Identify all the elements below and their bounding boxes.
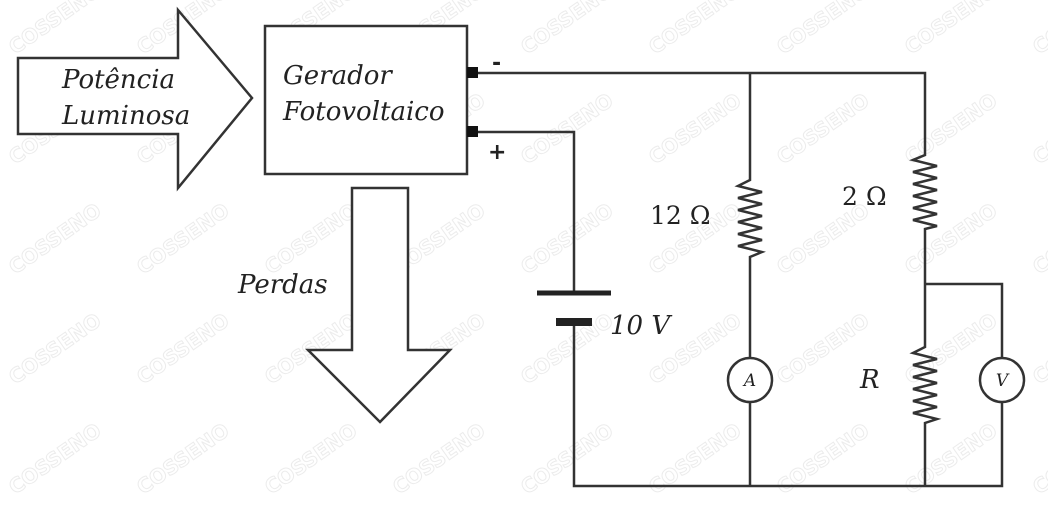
watermark-text: COSSENO xyxy=(900,0,1001,59)
watermark-text: COSSENO xyxy=(1028,198,1048,279)
watermark-text: COSSENO xyxy=(4,308,105,389)
battery: 10 V xyxy=(537,290,672,341)
watermark-text: COSSENO xyxy=(900,198,1001,279)
watermark-text: COSSENO xyxy=(132,198,233,279)
watermark-text: COSSENO xyxy=(260,198,361,279)
watermark-text: COSSENO xyxy=(1028,308,1048,389)
negative-terminal xyxy=(467,67,478,78)
watermark-text: COSSENO xyxy=(1028,88,1048,169)
battery-label: 10 V xyxy=(610,311,672,341)
negative-terminal-label: - xyxy=(492,51,501,76)
light-power-arrow: Potência Luminosa xyxy=(16,6,254,192)
watermark-text: COSSENO xyxy=(1028,0,1048,59)
watermark-text: COSSENO xyxy=(516,0,617,59)
watermark-text: COSSENO xyxy=(132,308,233,389)
resistor-2-ohm-label: 2 Ω xyxy=(842,182,887,211)
resistor-12-ohm: 12 Ω xyxy=(650,175,766,262)
watermark-text: COSSENO xyxy=(516,198,617,279)
watermark-text: COSSENO xyxy=(260,418,361,499)
watermark-text: COSSENO xyxy=(772,308,873,389)
resistor-r-label: R xyxy=(859,365,880,395)
watermark-text: COSSENO xyxy=(772,0,873,59)
positive-terminal-label: + xyxy=(488,140,506,165)
watermark-text: COSSENO xyxy=(132,418,233,499)
watermark-text: COSSENO xyxy=(4,418,105,499)
voltmeter: V xyxy=(978,356,1026,404)
light-power-label-line1: Potência xyxy=(61,65,175,95)
voltmeter-label: V xyxy=(996,371,1010,391)
resistor-r: R xyxy=(859,342,942,428)
watermark-text: COSSENO xyxy=(388,418,489,499)
resistor-2-ohm: 2 Ω xyxy=(842,150,938,232)
circuit-wires xyxy=(478,71,1004,488)
resistor-12-ohm-label: 12 Ω xyxy=(650,201,711,230)
watermark-text: COSSENO xyxy=(4,0,105,59)
generator-label-line2: Fotovoltaico xyxy=(282,97,445,127)
ammeter: A xyxy=(726,356,774,404)
losses-arrow: Perdas xyxy=(237,186,453,424)
watermark-text: COSSENO xyxy=(516,88,617,169)
light-power-label-line2: Luminosa xyxy=(61,101,190,131)
photovoltaic-generator: Gerador Fotovoltaico xyxy=(263,24,469,176)
watermark-text: COSSENO xyxy=(644,88,745,169)
watermark-text: COSSENO xyxy=(4,198,105,279)
positive-terminal xyxy=(467,126,478,137)
watermark-text: COSSENO xyxy=(900,88,1001,169)
generator-label-line1: Gerador xyxy=(283,61,393,91)
watermark-text: COSSENO xyxy=(644,0,745,59)
watermark-text: COSSENO xyxy=(772,88,873,169)
losses-label: Perdas xyxy=(237,270,328,300)
ammeter-label: A xyxy=(742,371,756,391)
watermark-text: COSSENO xyxy=(1028,418,1048,499)
